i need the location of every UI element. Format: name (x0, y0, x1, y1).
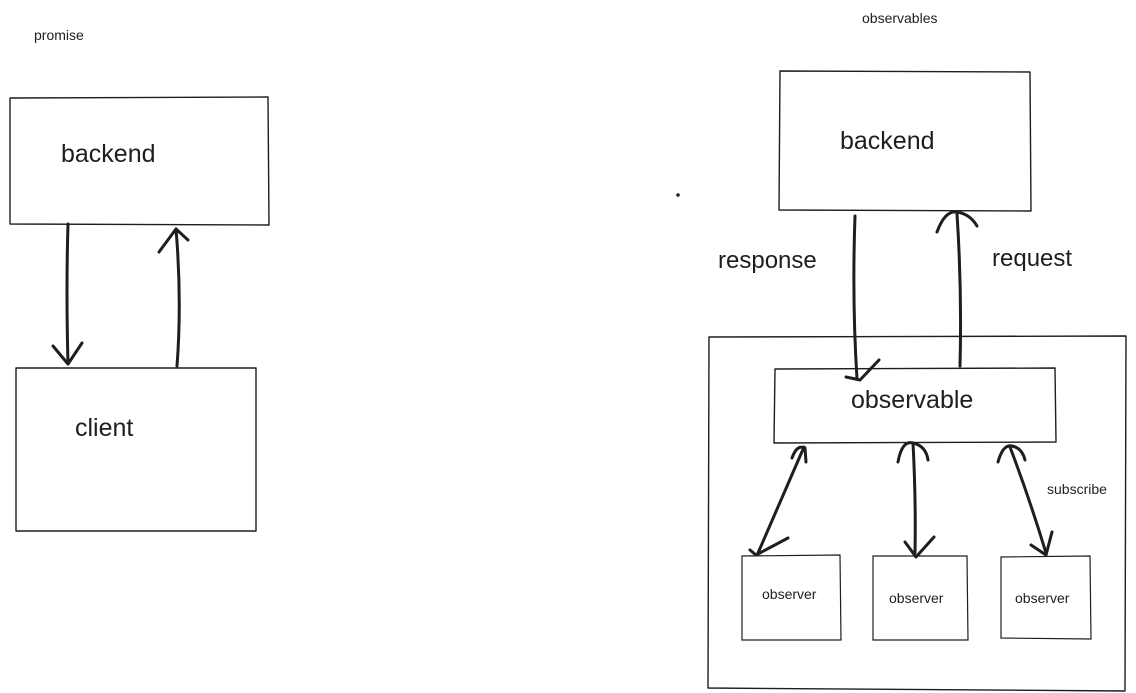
observable-node: observable (773, 367, 1057, 444)
observables-request-arrow (935, 210, 979, 368)
subscription-arrow-1 (748, 445, 808, 557)
observer-label: observer (889, 590, 944, 606)
observables-backend-node: backend (778, 70, 1032, 212)
promise-response-arrow (51, 222, 84, 366)
observable-container (707, 335, 1127, 692)
promise-client-node: client (15, 367, 257, 532)
observer-label: observer (762, 586, 817, 602)
observer-node-3: observer (1000, 555, 1092, 640)
subscription-arrow-3 (996, 444, 1054, 557)
promise-title: promise (34, 27, 84, 43)
promise-section: promise backend client (9, 27, 270, 532)
promise-backend-label: backend (61, 140, 156, 168)
observables-section: observables backend response request obs… (707, 10, 1127, 692)
observable-box (773, 367, 1057, 444)
promise-backend-node: backend (9, 96, 270, 226)
subscribe-label: subscribe (1047, 481, 1107, 497)
observables-backend-box (778, 70, 1032, 212)
observables-backend-label: backend (840, 127, 935, 155)
request-label: request (992, 245, 1072, 272)
promise-backend-box (9, 96, 270, 226)
observer-box (872, 555, 969, 641)
observer-box (1000, 555, 1092, 640)
observables-response-arrow (844, 214, 881, 382)
observable-label: observable (851, 386, 973, 414)
promise-client-box (15, 367, 257, 532)
stray-dot (676, 193, 680, 197)
observables-title: observables (862, 10, 938, 26)
promise-request-arrow (157, 227, 190, 368)
observer-box (741, 554, 842, 641)
observer-node-2: observer (872, 555, 969, 641)
response-label: response (718, 247, 817, 274)
observer-node-1: observer (741, 554, 842, 641)
subscription-arrow-2 (896, 441, 936, 559)
promise-client-label: client (75, 414, 133, 442)
observer-label: observer (1015, 590, 1070, 606)
